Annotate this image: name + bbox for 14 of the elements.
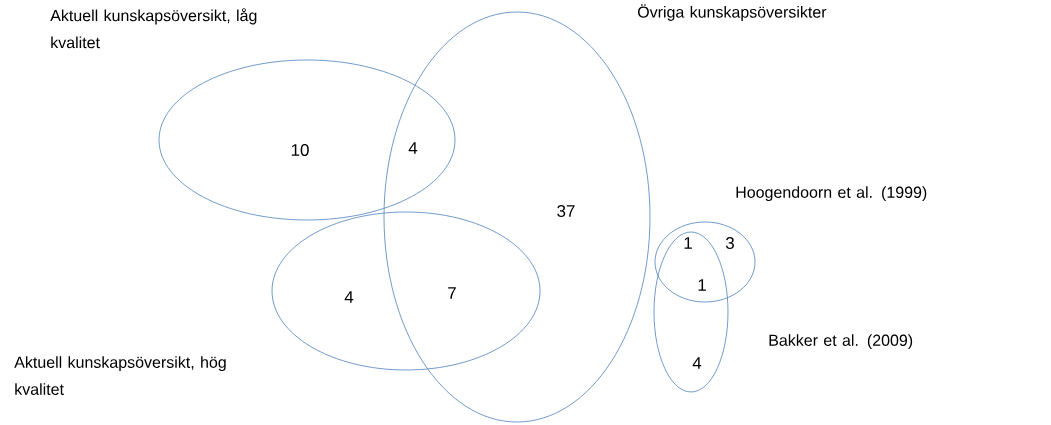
set-label: Övriga kunskapsöversikter — [637, 4, 827, 21]
count-number: 37 — [557, 204, 575, 217]
set-label: Aktuell kunskapsöversikt, hög kvalitet — [14, 356, 226, 395]
set-label: Hoogendoorn et al. (1999) — [736, 186, 927, 202]
count-number: 1 — [698, 279, 706, 291]
count-number: 4 — [344, 291, 354, 303]
count-number: 4 — [408, 142, 418, 154]
set-label: Aktuell kunskapsöversikt, låg kvalitet — [50, 8, 257, 49]
count-number: 1 — [684, 237, 692, 249]
count-number: 4 — [692, 357, 702, 369]
count-number: 3 — [725, 236, 734, 249]
set-label: Bakker et al. (2009) — [769, 334, 913, 350]
count-number: 7 — [448, 287, 456, 299]
count-number: 10 — [291, 144, 309, 156]
